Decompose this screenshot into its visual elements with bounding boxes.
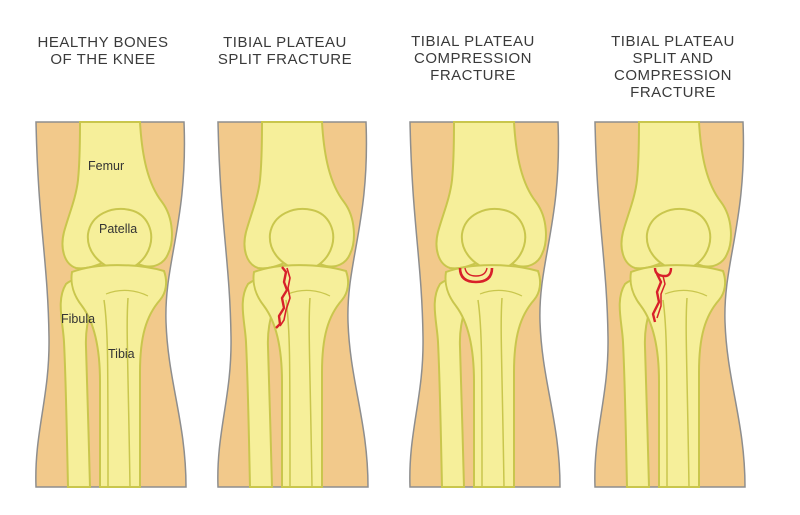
panel-title-compression-fracture: TIBIAL PLATEAU COMPRESSION FRACTURE: [411, 33, 535, 84]
compression-fracture-depression: [464, 267, 488, 277]
healthy-knee: Femur Patella Fibula Tibia: [34, 121, 188, 488]
compression-fracture-outline: [458, 267, 494, 284]
split-fracture-line: [651, 273, 663, 323]
split-compression-fracture-knee: [593, 121, 746, 488]
femur-label: Femur: [88, 159, 124, 173]
panel-title-split-compression-fracture: TIBIAL PLATEAU SPLIT AND COMPRESSION FRA…: [611, 33, 735, 101]
split-fracture-line: [275, 266, 289, 329]
bottom-strip: [0, 490, 800, 515]
panel-title-healthy: HEALTHY BONES OF THE KNEE: [37, 34, 169, 68]
panel-title-split-fracture: TIBIAL PLATEAU SPLIT FRACTURE: [217, 34, 353, 68]
split-fracture-knee: [216, 121, 369, 488]
compression-fracture-cup: [653, 267, 673, 278]
fibula-label: Fibula: [61, 312, 95, 326]
split-fracture-line-inner: [656, 275, 666, 319]
compression-fracture-knee: [408, 121, 561, 488]
patella-label: Patella: [99, 222, 137, 236]
split-fracture-line-inner: [279, 267, 291, 327]
tibia-label: Tibia: [108, 347, 135, 361]
